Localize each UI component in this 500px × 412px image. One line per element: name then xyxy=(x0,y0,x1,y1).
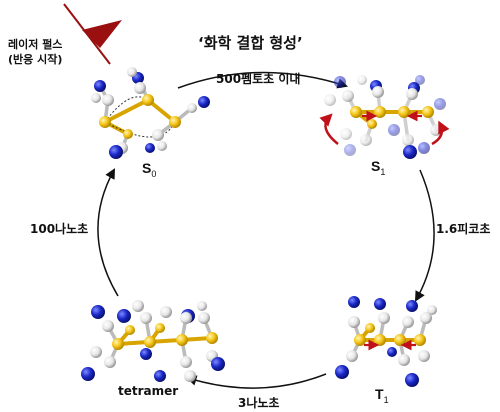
transition-label-s1-t1: 1.6피코초 xyxy=(436,222,491,236)
bond-formation-headline: ‘화학 결합 형성’ xyxy=(198,34,303,52)
laser-pulse-label: 레이저 펄스 xyxy=(8,38,63,51)
state-label-t1: T1 xyxy=(375,386,389,405)
laser-pulse-head xyxy=(82,20,122,48)
cycle-arrow-s0-s1 xyxy=(177,71,348,89)
cycle-arrow-tetramer-s0 xyxy=(97,168,119,297)
state-label-s0: S0 xyxy=(142,160,157,179)
transition-label-t1-tetramer: 3나노초 xyxy=(238,396,280,410)
state-label-tetramer: tetramer xyxy=(118,384,179,398)
cycle-arrow-s1-t1 xyxy=(414,169,435,302)
transition-label-s0-s1: 500펨토초 이내 xyxy=(216,72,301,86)
molecule-s1 xyxy=(319,75,450,159)
reaction-start-label: (반응 시작) xyxy=(8,53,63,66)
transition-label-tetramer-s0: 100나노초 xyxy=(30,222,89,236)
cycle-arrow-t1-tetramer xyxy=(185,373,327,389)
molecule-tetramer xyxy=(81,300,225,382)
state-label-s1: S1 xyxy=(371,158,386,177)
molecule-s0 xyxy=(91,67,210,159)
molecule-t1 xyxy=(335,296,437,387)
